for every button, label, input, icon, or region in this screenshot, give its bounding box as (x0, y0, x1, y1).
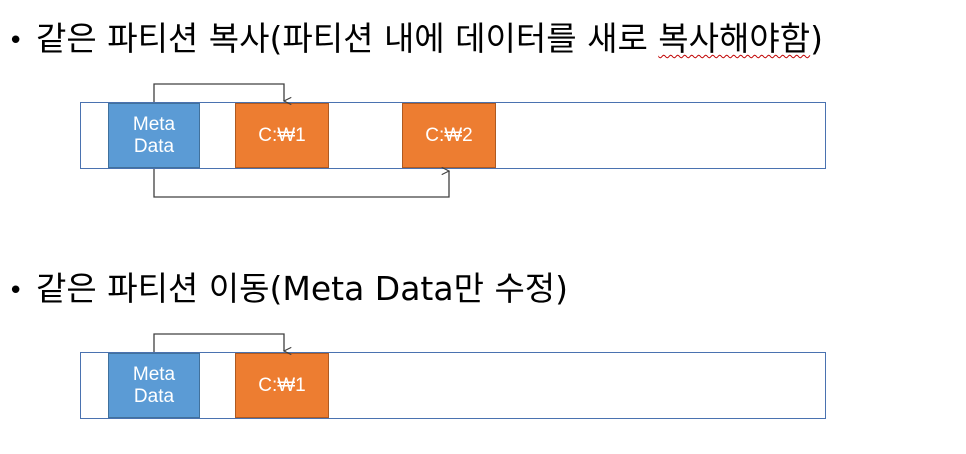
move-heading: • 같은 파티션 이동(Meta Data만 수정) (8, 272, 568, 305)
bullet: • (8, 25, 24, 56)
arrow-meta-to-file1-move (153, 333, 284, 352)
copy-heading: • 같은 파티션 복사(파티션 내에 데이터를 새로 복사해야함) (8, 22, 823, 55)
bullet: • (8, 275, 24, 306)
meta-label-line1: Meta (132, 363, 176, 385)
file-block-1-label: C:₩1 (258, 374, 306, 396)
meta-data-block: Meta Data (108, 353, 200, 418)
file-block-1: C:₩1 (235, 103, 329, 168)
file-block-2-label: C:₩2 (425, 124, 473, 146)
meta-label-line1: Meta (132, 113, 176, 135)
file-block-1: C:₩1 (235, 353, 329, 418)
move-heading-text: 같은 파티션 이동(Meta Data만 수정) (36, 269, 569, 308)
copy-heading-spellcheck-word: 복사해야함 (658, 19, 811, 58)
partition-bar-copy: Meta Data C:₩1 C:₩2 (80, 102, 826, 169)
file-block-1-label: C:₩1 (258, 124, 306, 146)
arrow-meta-to-file2 (153, 169, 449, 198)
copy-heading-close: ) (810, 19, 823, 58)
partition-bar-move: Meta Data C:₩1 (80, 352, 826, 419)
file-block-2: C:₩2 (402, 103, 496, 168)
arrow-meta-to-file1 (153, 83, 284, 102)
meta-data-block: Meta Data (108, 103, 200, 168)
meta-label-line2: Data (133, 135, 175, 157)
copy-heading-text: 같은 파티션 복사(파티션 내에 데이터를 새로 (36, 19, 659, 58)
meta-label-line2: Data (133, 385, 175, 407)
